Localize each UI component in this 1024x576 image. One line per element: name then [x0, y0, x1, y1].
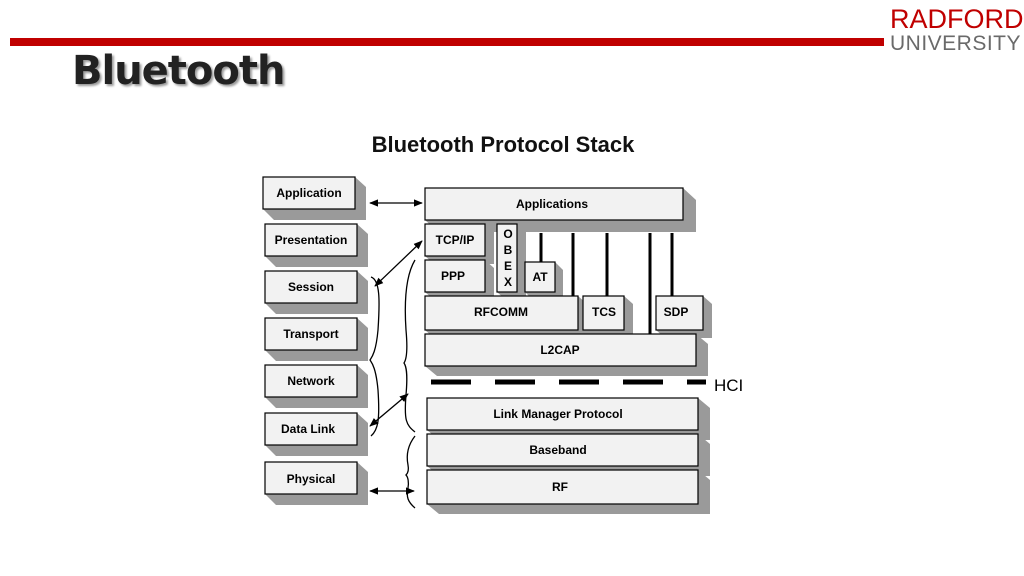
- arrow-session-tcpip: [374, 240, 423, 287]
- logo-line-university: UNIVERSITY: [890, 32, 1022, 55]
- osi-label-presentation: Presentation: [275, 233, 348, 247]
- label-rf: RF: [552, 480, 568, 494]
- stack-obex: O B E X: [496, 223, 526, 300]
- label-hci: HCI: [714, 376, 743, 395]
- stack-l2cap: L2CAP: [424, 333, 708, 376]
- label-tcpip: TCP/IP: [436, 233, 475, 247]
- stack-at: AT: [524, 261, 563, 300]
- label-rfcomm: RFCOMM: [474, 305, 528, 319]
- slide-title: Bluetooth: [72, 48, 285, 94]
- osi-label-network: Network: [287, 374, 335, 388]
- application-connectors: [539, 233, 674, 334]
- label-obex-o: O: [503, 227, 512, 241]
- osi-layer-physical: Physical: [264, 461, 368, 505]
- osi-layer-data-link: Data Link: [264, 412, 368, 456]
- osi-label-application: Application: [276, 186, 341, 200]
- osi-layer-transport: Transport: [264, 317, 368, 361]
- stack-applications: Applications: [424, 187, 696, 232]
- osi-label-transport: Transport: [283, 327, 338, 341]
- label-ppp: PPP: [441, 269, 465, 283]
- label-obex-b: B: [504, 243, 513, 257]
- right-brace-lower: [405, 435, 416, 509]
- stack-ppp: PPP: [424, 259, 494, 300]
- diagram-title: Bluetooth Protocol Stack: [371, 132, 635, 157]
- stack-rfcomm: RFCOMM: [424, 295, 587, 338]
- label-obex-x: X: [504, 275, 512, 289]
- osi-layer-network: Network: [264, 364, 368, 408]
- osi-label-session: Session: [288, 280, 334, 294]
- stack-tcpip: TCP/IP: [424, 223, 494, 264]
- label-applications: Applications: [516, 197, 588, 211]
- label-tcs: TCS: [592, 305, 616, 319]
- header-accent-bar: [10, 38, 884, 46]
- label-l2cap: L2CAP: [540, 343, 579, 357]
- stack-tcs: TCS: [582, 295, 633, 338]
- label-lmp: Link Manager Protocol: [493, 407, 622, 421]
- osi-layer-application: Application: [262, 176, 366, 220]
- stack-rf: RF: [426, 469, 710, 514]
- osi-layer-session: Session: [264, 270, 368, 314]
- stack-sdp: SDP: [655, 295, 712, 338]
- osi-label-physical: Physical: [287, 472, 336, 486]
- right-brace-upper: [403, 259, 416, 433]
- osi-label-data-link: Data Link: [281, 422, 335, 436]
- stack-baseband: Baseband: [426, 433, 710, 476]
- arrow-data-link: [369, 393, 409, 427]
- left-brace-upper: [369, 276, 380, 437]
- stack-link-manager-protocol: Link Manager Protocol: [426, 397, 710, 440]
- label-baseband: Baseband: [529, 443, 586, 457]
- label-sdp: SDP: [664, 305, 689, 319]
- label-at: AT: [532, 270, 548, 284]
- radford-university-logo: RADFORD UNIVERSITY: [890, 4, 1024, 55]
- label-obex-e: E: [504, 259, 512, 273]
- logo-line-radford: RADFORD: [890, 4, 1024, 34]
- osi-layer-presentation: Presentation: [264, 223, 368, 267]
